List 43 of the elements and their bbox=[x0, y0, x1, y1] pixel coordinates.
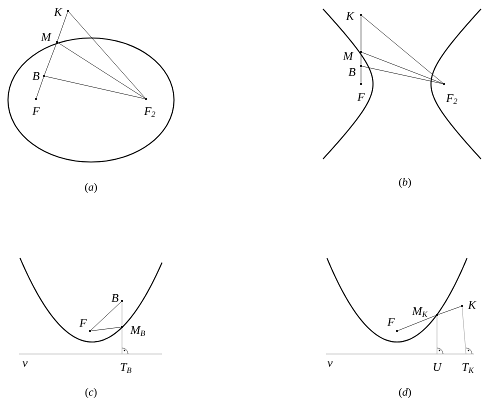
point-label: F bbox=[387, 318, 398, 332]
line-label: v bbox=[328, 361, 333, 367]
point-label: M bbox=[342, 50, 362, 60]
line-segment bbox=[68, 12, 146, 98]
line-segment bbox=[438, 306, 461, 315]
point-label: F bbox=[357, 82, 365, 101]
line-segment bbox=[360, 16, 362, 51]
line-segment bbox=[362, 16, 444, 84]
point-label: K bbox=[346, 12, 362, 20]
line-segment bbox=[362, 52, 444, 84]
caption-label: (a) bbox=[85, 183, 97, 193]
line-segment bbox=[90, 302, 122, 330]
line-label: v bbox=[22, 361, 28, 367]
line-segment bbox=[462, 307, 466, 354]
point-label: T$_{K}$ bbox=[462, 363, 474, 373]
point-label: K bbox=[460, 301, 477, 309]
line-segment bbox=[91, 326, 121, 332]
caption-label: (b) bbox=[399, 178, 411, 188]
line-segment bbox=[360, 67, 362, 83]
line-segment bbox=[436, 316, 438, 354]
point-label: F bbox=[79, 319, 92, 332]
caption-label: (d) bbox=[399, 388, 411, 398]
point-label: F$_{2}$ bbox=[144, 98, 156, 117]
point-label: B bbox=[32, 72, 46, 80]
point-label: M$_{K}$ bbox=[412, 307, 438, 317]
point-label: U bbox=[434, 363, 442, 371]
point-label: B bbox=[348, 64, 362, 76]
point-label: F bbox=[32, 98, 40, 115]
line-segment bbox=[44, 43, 57, 76]
line-segment bbox=[58, 42, 146, 99]
line-segment bbox=[57, 12, 68, 41]
line-segment bbox=[398, 315, 436, 331]
point-label: B bbox=[111, 294, 124, 302]
point-label: T$_{B}$ bbox=[120, 363, 132, 373]
line-segment bbox=[362, 66, 443, 84]
line-segment bbox=[45, 76, 145, 99]
line-segment bbox=[360, 53, 362, 65]
point-label: M$_{B}$ bbox=[120, 326, 145, 336]
point-label: F$_{2}$ bbox=[442, 82, 458, 104]
point-label: K bbox=[54, 8, 70, 16]
line-segment bbox=[36, 77, 44, 98]
caption-label: (c) bbox=[85, 388, 97, 398]
point-label: M bbox=[40, 33, 58, 44]
